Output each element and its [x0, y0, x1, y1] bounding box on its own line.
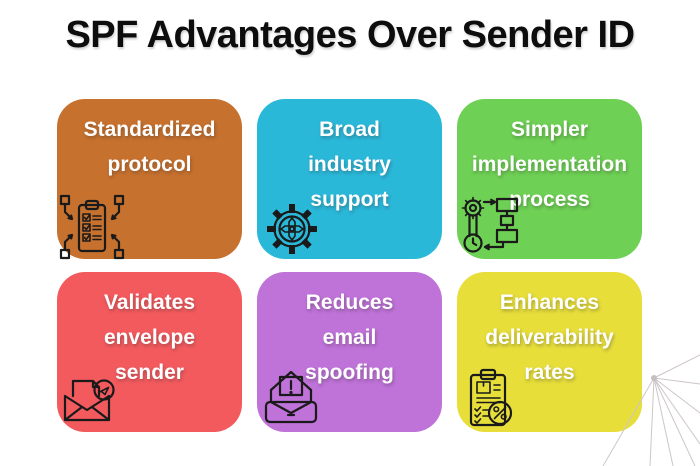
card-label: Broad industry support [308, 118, 391, 211]
card-simpler-implementation-process: Simpler implementation process [457, 99, 642, 259]
card-label: Validates envelope sender [103, 291, 196, 384]
card-label: Simpler implementation process [471, 118, 628, 211]
card-broad-industry-support: Broad industry support [257, 99, 442, 259]
card-standardized-protocol: Standardized protocol [57, 99, 242, 261]
card-validates-envelope-sender: Validates envelope sender [57, 272, 242, 432]
gear-hub-icon [258, 193, 326, 261]
card-label: Reduces email spoofing [305, 291, 394, 384]
network-node-dot [651, 375, 657, 381]
page-title: SPF Advantages Over Sender ID [65, 14, 635, 56]
clipboard-flow-icon [58, 193, 126, 261]
card-reduces-email-spoofing: Reduces email spoofing [257, 272, 442, 432]
open-envelope-badge-icon [58, 366, 126, 434]
card-label: Enhances deliverability rates [485, 291, 614, 384]
card-label: Standardized protocol [83, 118, 216, 176]
advantages-grid: Standardized protocol [57, 99, 642, 432]
process-flow-icon [458, 193, 526, 261]
card-enhances-deliverability-rates: Enhances deliverability rates [457, 272, 642, 432]
checklist-percent-icon [458, 366, 526, 434]
inbox-alert-icon [258, 366, 326, 434]
